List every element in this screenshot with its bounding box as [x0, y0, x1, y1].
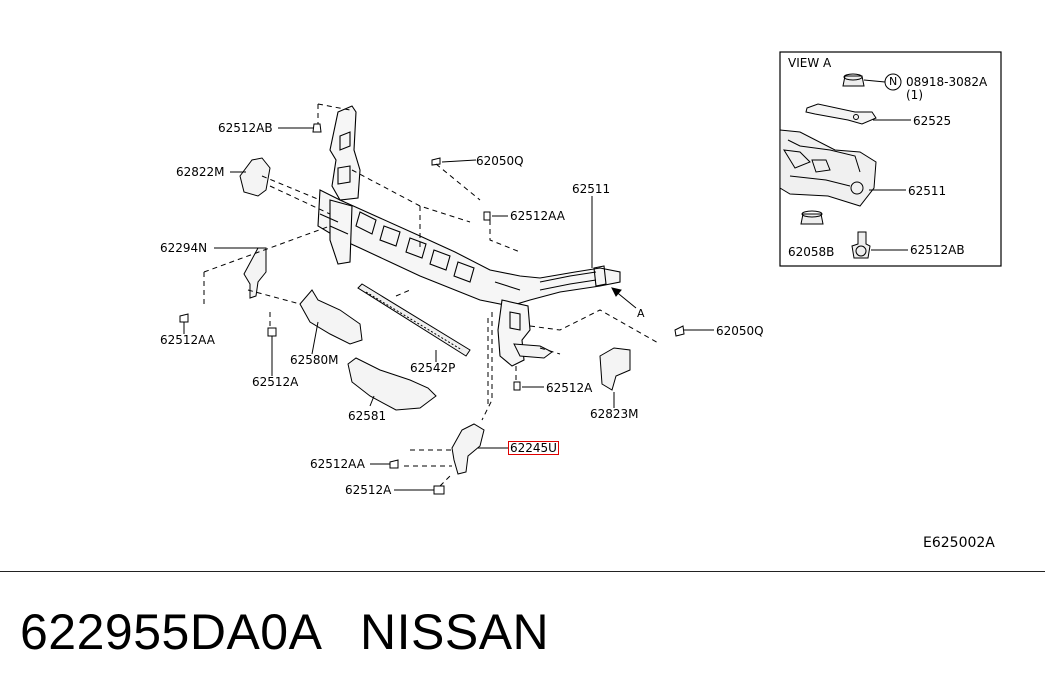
main-frame [317, 105, 621, 367]
part-label: 62580M [290, 353, 339, 367]
part-label: 62823M [590, 407, 639, 421]
part-label: 62581 [348, 409, 387, 423]
part-62245u [451, 423, 485, 475]
view-label: 08918-3082A [906, 75, 988, 89]
view-label: 62511 [908, 184, 947, 198]
bolt-62050q-right [674, 325, 685, 337]
part-label: 62542P [410, 361, 456, 375]
bolt-62512aa-left [179, 313, 189, 323]
part-label: 62512A [345, 483, 392, 497]
brand-name: NISSAN [360, 604, 550, 660]
view-a-title: VIEW A [788, 56, 832, 70]
duct-62581 [347, 357, 437, 411]
part-label: 62512AA [510, 209, 565, 223]
nut-symbol: N [889, 75, 898, 88]
bolt-62512aa-bottom [389, 459, 399, 469]
bolt-62512aa-mid [483, 211, 491, 221]
duct-62580m [299, 289, 363, 345]
part-label: 62512AB [218, 121, 273, 135]
bracket-62822m [239, 157, 271, 197]
bolt-62512a-left [267, 327, 277, 337]
highlighted-part-label: 62245U [508, 441, 559, 455]
bolt-62512ab-top [312, 123, 322, 133]
part-label: 62294N [160, 241, 208, 255]
part-label: 62050Q [716, 324, 764, 338]
view-label: (1) [906, 88, 923, 102]
part-label: 62512A [546, 381, 593, 395]
part-label: 62512A [252, 375, 299, 389]
view-label: 62525 [913, 114, 952, 128]
bolt-62512a-right [513, 381, 521, 391]
view-a-drawing [779, 73, 911, 259]
bracket-62294n [243, 247, 267, 299]
view-label: 62058B [788, 245, 835, 259]
part-label: 62512AA [310, 457, 365, 471]
bracket-62823m [599, 347, 631, 391]
bolt-62050q-top [431, 157, 441, 166]
bolt-62512a-bottom [433, 485, 445, 495]
part-label: 62822M [176, 165, 225, 179]
diagram-code: E625002A [923, 535, 995, 551]
diagram-drawing [179, 51, 1002, 495]
footer-bar: 622955DA0A NISSAN [0, 571, 1045, 687]
view-label: 62512AB [910, 243, 965, 257]
view-arrow-label: A [637, 307, 645, 320]
part-label: 62050Q [476, 154, 524, 168]
strip-62542p [357, 283, 471, 357]
part-label: 62512AA [160, 333, 215, 347]
part-number: 622955DA0A [20, 604, 323, 660]
part-label: 62511 [572, 182, 611, 196]
